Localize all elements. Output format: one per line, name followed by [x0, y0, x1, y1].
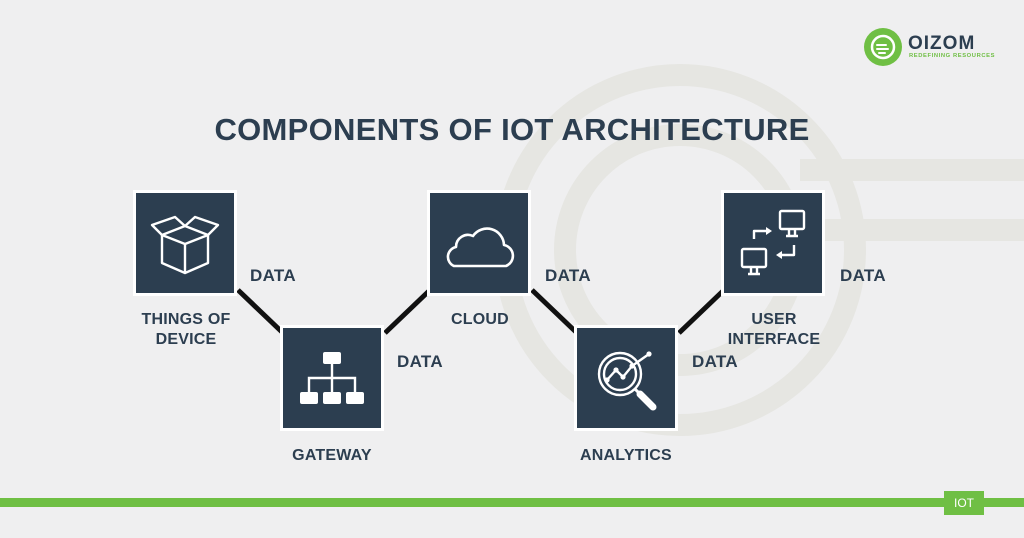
hierarchy-icon [300, 352, 364, 404]
box-icon [150, 215, 220, 275]
connector-1 [236, 288, 285, 335]
component-box-analytics[interactable] [574, 325, 678, 431]
component-box-cloud[interactable] [427, 190, 531, 296]
connector-2 [383, 288, 432, 335]
component-box-gateway[interactable] [280, 325, 384, 431]
logo-mark-icon [864, 28, 902, 66]
component-label-analytics: ANALYTICS [580, 447, 672, 464]
connector-3 [530, 288, 579, 335]
analytics-magnifier-icon [597, 351, 657, 411]
component-label-user-interface: USER INTERFACE [727, 311, 821, 348]
component-box-user-interface[interactable] [721, 190, 825, 296]
category-tag[interactable]: IOT [944, 491, 984, 515]
component-box-things[interactable] [133, 190, 237, 296]
data-label-2: DATA [397, 352, 443, 371]
component-label-things: THINGS OF DEVICE [141, 311, 231, 348]
oizom-logo: OIZOM REDEFINING RESOURCES [864, 28, 994, 68]
monitors-exchange-icon [740, 209, 806, 276]
bottom-accent-bar [0, 498, 1024, 507]
data-label-1: DATA [250, 266, 296, 285]
cloud-icon [446, 227, 515, 268]
data-label-5: DATA [840, 266, 886, 285]
data-label-4: DATA [692, 352, 738, 371]
connector-4 [677, 288, 726, 335]
data-label-3: DATA [545, 266, 591, 285]
component-label-cloud: CLOUD [451, 311, 509, 328]
logo-tagline: REDEFINING RESOURCES [909, 53, 996, 59]
component-label-gateway: GATEWAY [292, 447, 372, 464]
logo-wordmark: OIZOM [908, 33, 976, 54]
page-title: COMPONENTS OF IOT ARCHITECTURE [214, 112, 810, 147]
